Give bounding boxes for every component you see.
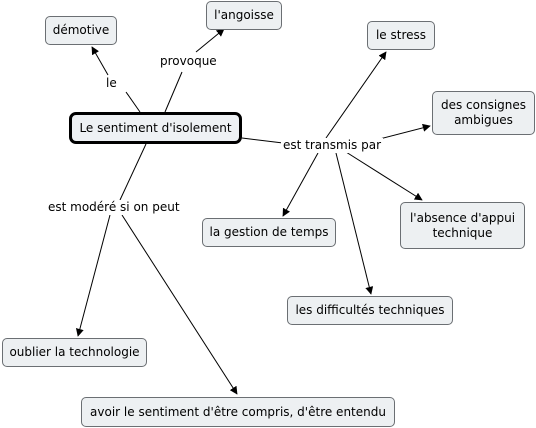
concept-stress: le stress xyxy=(367,21,435,50)
concept-oublier: oublier la technologie xyxy=(2,338,147,367)
concept-angoisse: l'angoisse xyxy=(206,1,282,30)
link-label-modere: est modéré si on peut xyxy=(46,200,182,215)
link-label-le: le xyxy=(104,76,119,91)
arrow-modere-to-oublier xyxy=(75,214,111,337)
concept-consignes: des consignes ambigues xyxy=(432,91,535,135)
concept-gestion: la gestion de temps xyxy=(202,218,336,247)
arrow-transmis-to-stress xyxy=(325,51,387,139)
connector-root-to-le xyxy=(125,91,141,113)
concept-demotive: démotive xyxy=(45,16,117,45)
arrow-transmis-to-difficultes xyxy=(335,152,374,295)
arrow-transmis-to-appui xyxy=(345,151,423,201)
connector-root-to-transmis xyxy=(241,137,284,144)
connector-root-to-provoque xyxy=(164,71,183,113)
arrow-le-to-demotive xyxy=(91,46,109,76)
connector-root-to-modere xyxy=(119,143,147,201)
concept-appui: l'absence d'appui technique xyxy=(400,202,525,249)
link-label-provoque: provoque xyxy=(158,54,219,69)
concept-root: Le sentiment d'isolement xyxy=(69,112,242,144)
concept-compris: avoir le sentiment d'être compris, d'êtr… xyxy=(81,397,395,427)
concept-difficultes: les difficultés techniques xyxy=(287,296,453,325)
link-label-transmis: est transmis par xyxy=(281,138,383,153)
arrow-modere-to-compris xyxy=(121,214,238,395)
arrow-provoque-to-angoisse xyxy=(195,28,225,53)
arrow-transmis-to-gestion xyxy=(282,152,319,217)
